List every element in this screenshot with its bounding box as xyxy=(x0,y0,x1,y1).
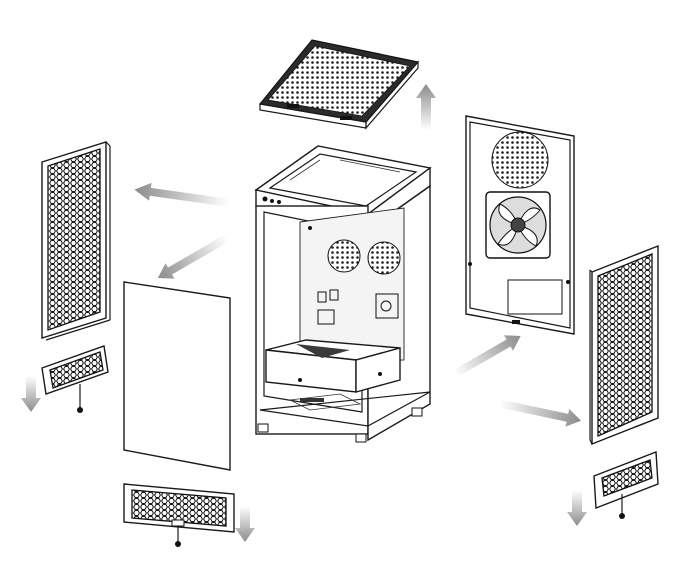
right-bottom-filter xyxy=(593,451,659,519)
arrow-to-left-filter xyxy=(134,182,231,207)
arrow-to-rear-panel xyxy=(452,335,521,378)
left-side-dust-filter xyxy=(41,141,111,341)
fan-grille-icon xyxy=(491,131,549,189)
down-arrow-left xyxy=(21,376,41,412)
arrow-to-right-filter xyxy=(498,399,582,427)
rear-panel-with-fan xyxy=(465,115,575,335)
right-side-dust-filter xyxy=(589,244,659,446)
glass-side-panel xyxy=(123,281,231,471)
left-bottom-filter xyxy=(41,345,109,413)
top-dust-filter xyxy=(258,39,420,130)
down-arrow-right xyxy=(567,490,587,526)
front-bottom-filter xyxy=(123,483,235,547)
down-arrow-bottom xyxy=(235,506,255,542)
arrow-to-glass-panel xyxy=(157,234,230,279)
case-chassis xyxy=(254,145,432,443)
up-arrow xyxy=(416,84,436,130)
